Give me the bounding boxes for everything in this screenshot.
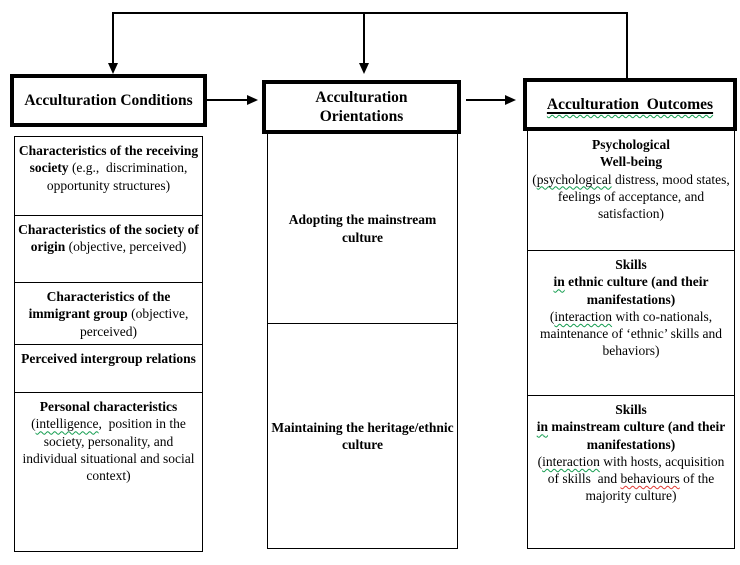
- cell-receiving-society: Characteristics of the receiving society…: [15, 137, 202, 216]
- wellbeing-bold-line1: Psychological: [592, 137, 670, 152]
- orientations-column: Adopting the mainstream culture Maintain…: [267, 134, 458, 549]
- cell-skills-ethnic-culture: Skills in ethnic culture (and their mani…: [528, 251, 734, 396]
- cell-skills-mainstream-culture: Skills in mainstream culture (and their …: [528, 396, 734, 548]
- header-orientations-line1: Acculturation: [315, 88, 408, 106]
- header-acculturation-outcomes: Acculturation Outcomes: [523, 78, 737, 131]
- feedback-line-to-conditions: [112, 12, 114, 64]
- feedback-arrowhead-conditions-icon: [108, 63, 118, 74]
- cell-personal-characteristics: Personal characteristics (intelligence, …: [15, 393, 202, 551]
- cell-psychological-wellbeing: Psychological Well-being (psychological …: [528, 131, 734, 251]
- skills-mainstream-squiggle-in: in: [536, 419, 549, 435]
- skills-ethnic-squiggle-interaction: interaction: [554, 308, 613, 324]
- wellbeing-detail: (psychological distress, mood states, fe…: [531, 171, 731, 223]
- society-of-origin-bold: Characteristics of the society of origin: [18, 222, 202, 255]
- society-of-origin-rest: (objective, perceived): [65, 239, 187, 255]
- feedback-line-to-orientations: [363, 12, 365, 64]
- skills-ethnic-bold-line1: Skills: [615, 257, 647, 272]
- cell-intergroup-relations: Perceived intergroup relations: [15, 345, 202, 393]
- personal-characteristics-open: (: [31, 416, 36, 432]
- adopting-mainstream-label: Adopting the mainstream culture: [288, 212, 440, 245]
- cell-maintaining-heritage: Maintaining the heritage/ethnic culture: [268, 324, 457, 548]
- header-acculturation-conditions: Acculturation Conditions: [10, 74, 207, 127]
- skills-ethnic-squiggle-in: in: [553, 274, 565, 290]
- skills-mainstream-bold-line1: Skills: [615, 402, 647, 417]
- feedback-line-from-outcomes: [626, 12, 628, 78]
- header-outcomes-label: Acculturation Outcomes: [546, 95, 714, 113]
- cell-immigrant-group: Characteristics of the immigrant group (…: [15, 283, 202, 345]
- skills-mainstream-bold-rest: mainstream culture (and their manifestat…: [548, 419, 729, 452]
- skills-mainstream-rest: of the majority culture): [585, 471, 718, 504]
- header-acculturation-orientations: Acculturation Orientations: [262, 80, 461, 134]
- header-orientations-line2: Orientations: [319, 108, 404, 125]
- immigrant-group-bold: Characteristics of the immigrant group: [28, 289, 174, 322]
- skills-mainstream-open: (: [537, 453, 543, 469]
- intergroup-relations-label: Perceived intergroup relations: [21, 351, 196, 366]
- header-outcomes-squiggle: Acculturation Outcomes: [547, 95, 713, 114]
- arrow-conditions-to-orientations-head-icon: [247, 95, 258, 105]
- immigrant-group-rest: (objective, perceived): [80, 306, 192, 339]
- wellbeing-open: (: [532, 171, 537, 187]
- personal-characteristics-bold: Personal characteristics: [39, 399, 178, 414]
- wellbeing-bold-line2: Well-being: [599, 154, 663, 170]
- skills-mainstream-squiggle-behaviours: behaviours: [620, 471, 680, 487]
- personal-characteristics-rest: , position in the society, personality, …: [22, 416, 198, 484]
- feedback-arrowhead-orientations-icon: [359, 63, 369, 74]
- personal-characteristics-squiggle-intelligence: intelligence: [35, 416, 99, 432]
- cell-society-of-origin: Characteristics of the society of origin…: [15, 216, 202, 283]
- maintaining-heritage-label: Maintaining the heritage/ethnic culture: [271, 419, 457, 452]
- skills-mainstream-detail: (interaction with hosts, acquisition of …: [531, 453, 731, 505]
- header-conditions-label: Acculturation Conditions: [24, 91, 193, 109]
- receiving-society-bold: Characteristics of the receiving society: [18, 143, 202, 176]
- wellbeing-rest: distress, mood states, feelings of accep…: [557, 171, 734, 222]
- skills-ethnic-bold-line2: in ethnic culture (and their manifestati…: [531, 273, 731, 308]
- skills-mainstream-squiggle-interaction: interaction: [542, 453, 600, 469]
- cell-adopting-mainstream: Adopting the mainstream culture: [268, 134, 457, 324]
- arrow-orientations-to-outcomes-line: [466, 99, 507, 101]
- arrow-conditions-to-orientations-line: [207, 99, 249, 101]
- wellbeing-squiggle-psychological: psychological: [536, 171, 612, 187]
- skills-mainstream-bold-line2: in mainstream culture (and their manifes…: [531, 418, 731, 453]
- feedback-top-line: [112, 12, 628, 14]
- skills-ethnic-bold-rest: ethnic culture (and their manifestations…: [564, 274, 712, 307]
- conditions-column: Characteristics of the receiving society…: [14, 136, 203, 552]
- skills-ethnic-rest: with co-nationals, maintenance of ‘ethni…: [540, 308, 726, 359]
- skills-mainstream-mid: with hosts, acquisition of skills and: [547, 453, 728, 487]
- skills-ethnic-open: (: [549, 308, 555, 324]
- skills-ethnic-detail: (interaction with co-nationals, maintena…: [531, 308, 731, 360]
- outcomes-column: Psychological Well-being (psychological …: [527, 131, 735, 549]
- receiving-society-rest: (e.g., discrimination, opportunity struc…: [46, 160, 191, 193]
- arrow-orientations-to-outcomes-head-icon: [505, 95, 516, 105]
